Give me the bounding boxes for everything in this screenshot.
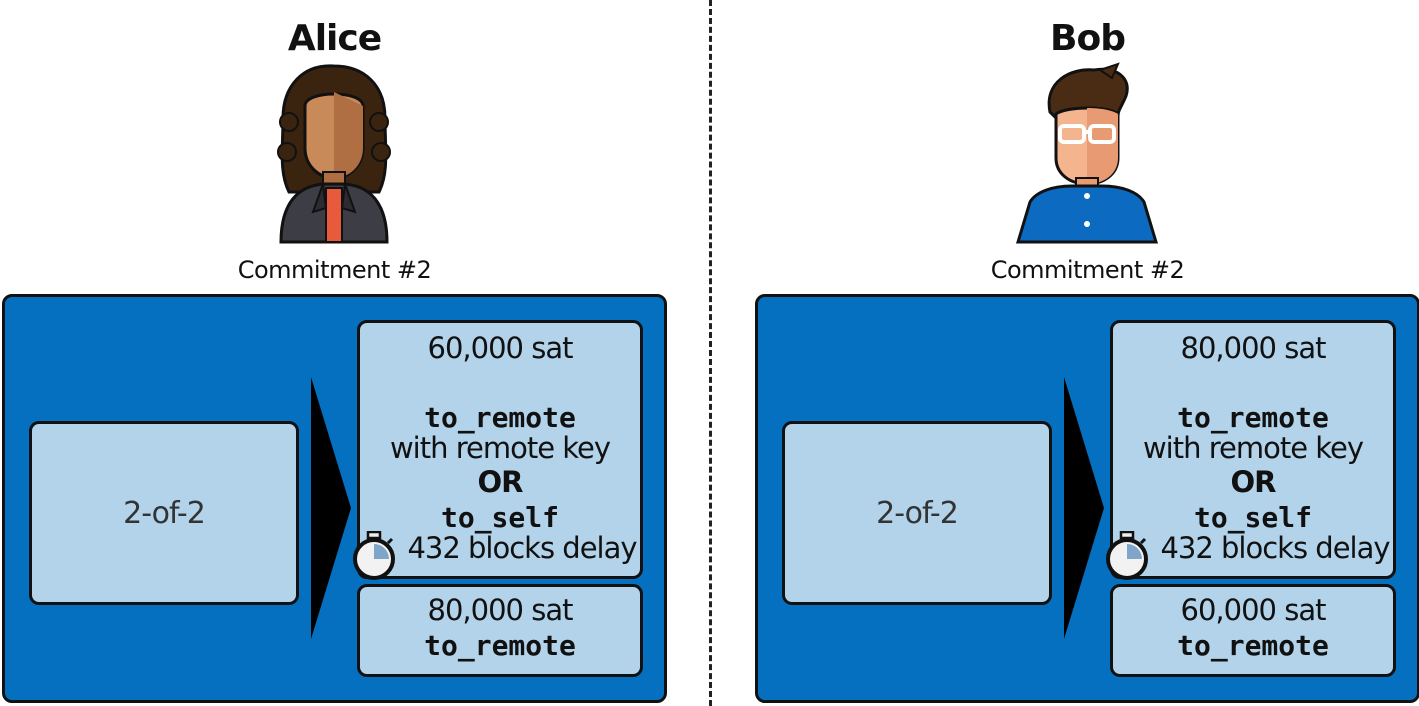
output-box-main: 80,000 sat to_remote with remote key OR … xyxy=(1106,320,1396,580)
output-script-line: to_self xyxy=(440,501,559,534)
output-script-or: OR xyxy=(477,465,524,499)
arrow-icon xyxy=(1064,377,1104,639)
stopwatch-icon xyxy=(1106,531,1148,580)
output-delay-line: 432 blocks delay xyxy=(1160,531,1390,565)
input-label: 2-of-2 xyxy=(123,495,206,531)
commitment-transaction: 2-of-2 80,000 sat to_remote with remote … xyxy=(755,294,1419,703)
bob-panel: Bob Commitment #2 2-of-2 xyxy=(755,0,1419,706)
output-amount: 60,000 sat xyxy=(427,331,574,365)
output-box-second: 60,000 sat to_remote xyxy=(1110,584,1396,677)
commitment-label: Commitment #2 xyxy=(237,256,432,284)
stopwatch-icon xyxy=(353,531,395,580)
output-amount: 80,000 sat xyxy=(1180,331,1327,365)
party-name: Bob xyxy=(1050,18,1126,59)
party-name: Alice xyxy=(287,18,382,59)
commitment-label: Commitment #2 xyxy=(990,256,1185,284)
output-script-line: to_self xyxy=(1193,501,1312,534)
output-script-line: with remote key xyxy=(1142,431,1364,465)
output-amount: 80,000 sat xyxy=(427,593,574,627)
output-script-or: OR xyxy=(1230,465,1277,499)
funding-input-box: 2-of-2 xyxy=(29,421,299,605)
output-box-main: 60,000 sat to_remote with remote key OR … xyxy=(353,320,643,580)
arrow-icon xyxy=(311,377,351,639)
output-script-line: to_remote xyxy=(1177,401,1329,434)
output-script-line: to_remote xyxy=(1177,629,1329,662)
man-glasses-avatar-icon xyxy=(1014,62,1160,249)
funding-input-box: 2-of-2 xyxy=(782,421,1052,605)
output-delay-line: 432 blocks delay xyxy=(407,531,637,565)
output-script-line: to_remote xyxy=(424,629,576,662)
commitment-transaction: 2-of-2 60,000 sat to_remote with remote … xyxy=(2,294,667,703)
output-script-line: with remote key xyxy=(389,431,611,465)
input-label: 2-of-2 xyxy=(876,495,959,531)
center-divider xyxy=(709,0,712,706)
output-box-second: 80,000 sat to_remote xyxy=(357,584,643,677)
alice-panel: Alice Commitment #2 2-of-2 xyxy=(2,0,667,706)
output-amount: 60,000 sat xyxy=(1180,593,1327,627)
woman-avatar-icon xyxy=(275,62,393,249)
output-script-line: to_remote xyxy=(424,401,576,434)
